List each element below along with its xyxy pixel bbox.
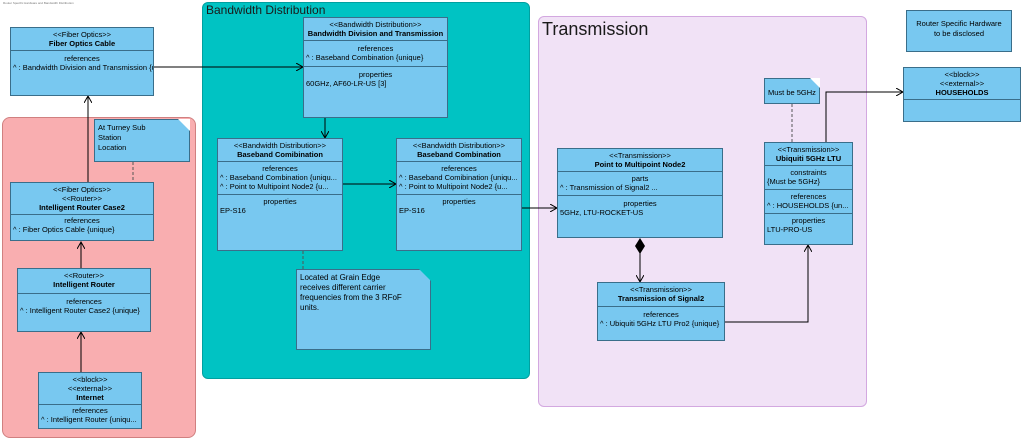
block-name: Baseband Combination xyxy=(417,150,501,159)
block-intelligent-router-case2[interactable]: <<Fiber Optics>> <<Router>> Intelligent … xyxy=(10,182,154,241)
compartment-label: properties xyxy=(263,197,297,206)
note-line: Located at Grain Edge xyxy=(300,273,381,282)
compartment-label: references xyxy=(262,164,298,173)
compartment-label: references xyxy=(643,310,679,319)
block-stereotype: <<Router>> xyxy=(61,194,103,203)
block-stereotype: <<Fiber Optics>> xyxy=(53,30,111,39)
reference-row: ^ : Point to Multipoint Node2 {u... xyxy=(399,182,508,191)
note-line: receives different carrier xyxy=(300,283,386,292)
block-name: Point to Multipoint Node2 xyxy=(594,160,686,169)
compartment-label: references xyxy=(66,297,102,306)
reference-row: ^ : Intelligent Router {uniqu... xyxy=(41,415,137,424)
block-name: Internet xyxy=(76,393,104,402)
block-name: Baseband Comibination xyxy=(237,150,323,159)
block-name: HOUSEHOLDS xyxy=(935,88,989,97)
block-internet[interactable]: <<block>> <<external>> Internet referenc… xyxy=(38,372,142,429)
compartment-label: properties xyxy=(442,197,476,206)
note-line: At Turney Sub xyxy=(98,123,146,132)
compartment-label: references xyxy=(64,216,100,225)
reference-row: ^ : Fiber Optics Cable {unique} xyxy=(13,225,115,234)
reference-row: ^ : Baseband Comibination {uniqu... xyxy=(399,173,518,182)
property-row: EP-S16 xyxy=(220,206,246,215)
block-baseband-comibination[interactable]: <<Bandwidth Distribution>> Baseband Comi… xyxy=(217,138,343,251)
block-stereotype: <<Transmission>> xyxy=(609,151,671,160)
note-line: Location xyxy=(98,143,127,152)
compartment-label: references xyxy=(441,164,477,173)
property-row: LTU-PRO-US xyxy=(767,225,813,234)
block-stereotype: <<block>> xyxy=(72,375,108,384)
block-fiber-optics-cable[interactable]: <<Fiber Optics>> Fiber Optics Cable refe… xyxy=(10,27,154,96)
block-stereotype: <<external>> xyxy=(67,384,113,393)
compartment-label: properties xyxy=(358,70,393,79)
note-line: Station xyxy=(98,133,122,142)
block-point-to-multipoint-node2[interactable]: <<Transmission>> Point to Multipoint Nod… xyxy=(557,148,723,238)
part-row: ^ : Transmission of Signal2 ... xyxy=(560,183,658,192)
compartment-label: references xyxy=(357,44,394,53)
block-name: Bandwidth Division and Transmission xyxy=(307,29,444,38)
block-households[interactable]: <<block>> <<external>> HOUSEHOLDS xyxy=(903,67,1021,122)
edge-signal2-ltu xyxy=(725,245,808,323)
reference-row: ^ : Intelligent Router Case2 {unique} xyxy=(20,306,140,315)
block-name: Transmission of Signal2 xyxy=(617,294,705,303)
note-line: frequencies from the 3 RFoF xyxy=(300,293,402,302)
note-router-hardware: Router Specific Hardware to be disclosed xyxy=(906,10,1012,52)
block-name: Intelligent Router xyxy=(53,280,115,289)
reference-row: ^ : Point to Multipoint Node2 {u... xyxy=(220,182,329,191)
block-stereotype: <<Bandwidth Distribution>> xyxy=(233,141,327,150)
compartment-label: references xyxy=(790,192,827,201)
block-ubiquiti-5ghz-ltu[interactable]: <<Transmission>> Ubiquiti 5GHz LTU const… xyxy=(764,142,853,245)
block-name: Fiber Optics Cable xyxy=(48,39,116,48)
constraint-row: {Must be 5GHz} xyxy=(767,177,820,186)
note-grain-edge: Located at Grain Edge receives different… xyxy=(296,269,431,350)
compartment-label: properties xyxy=(791,216,826,225)
block-stereotype: <<Bandwidth Distribution>> xyxy=(412,141,506,150)
block-stereotype: <<Bandwidth Distribution>> xyxy=(329,20,422,29)
compartment-label: references xyxy=(64,54,100,63)
reference-row: ^ : Ubiquiti 5GHz LTU Pro2 {unique} xyxy=(600,319,720,328)
block-name: Intelligent Router Case2 xyxy=(39,203,125,212)
transmission-region-title: Transmission xyxy=(542,19,649,39)
block-bandwidth-division[interactable]: <<Bandwidth Distribution>> Bandwidth Div… xyxy=(303,17,448,118)
note-line: Router Specific Hardware xyxy=(916,19,1002,28)
compartment-label: constraints xyxy=(790,168,827,177)
note-fold xyxy=(178,119,190,131)
property-row: 60GHz, AF60-LR-US [3] xyxy=(306,79,387,88)
reference-row: ^ : Baseband Combination {uniqu... xyxy=(220,173,337,182)
note-line: to be disclosed xyxy=(933,29,985,38)
reference-row: ^ : Baseband Combination {unique} xyxy=(306,53,424,62)
composition-diamond xyxy=(635,238,645,254)
diagram-caption: Router Specific Hardware and Bandwidth D… xyxy=(3,1,74,5)
compartment-label: parts xyxy=(631,174,649,183)
block-stereotype: <<block>> xyxy=(944,70,980,79)
block-stereotype: <<Transmission>> xyxy=(630,285,692,294)
reference-row: ^ : Bandwidth Division and Transmission … xyxy=(13,63,153,72)
bandwidth-region-title: Bandwidth Distribution xyxy=(206,3,326,17)
edge-ltu-households xyxy=(825,92,903,142)
note-turney-substation: At Turney Sub Station Location xyxy=(94,119,190,162)
block-stereotype: <<Router>> xyxy=(63,271,105,280)
property-row: 5GHz, LTU-ROCKET-US xyxy=(560,208,644,217)
compartment-label: properties xyxy=(623,199,657,208)
block-intelligent-router[interactable]: <<Router>> Intelligent Router references… xyxy=(17,268,151,332)
compartment-label: references xyxy=(72,406,108,415)
block-stereotype: <<Fiber Optics>> xyxy=(53,185,111,194)
note-line: units. xyxy=(300,303,320,312)
property-row: EP-S16 xyxy=(399,206,425,215)
reference-row: ^ : HOUSEHOLDS {un... xyxy=(767,201,849,210)
block-baseband-combination[interactable]: <<Bandwidth Distribution>> Baseband Comb… xyxy=(396,138,522,251)
note-fold xyxy=(419,269,431,281)
note-fold xyxy=(810,78,820,88)
block-name: Ubiquiti 5GHz LTU xyxy=(775,154,842,163)
note-line: Must be 5GHz xyxy=(768,88,816,97)
block-stereotype: <<Transmission>> xyxy=(777,145,840,154)
block-stereotype: <<external>> xyxy=(939,79,985,88)
block-transmission-of-signal2[interactable]: <<Transmission>> Transmission of Signal2… xyxy=(597,282,725,341)
